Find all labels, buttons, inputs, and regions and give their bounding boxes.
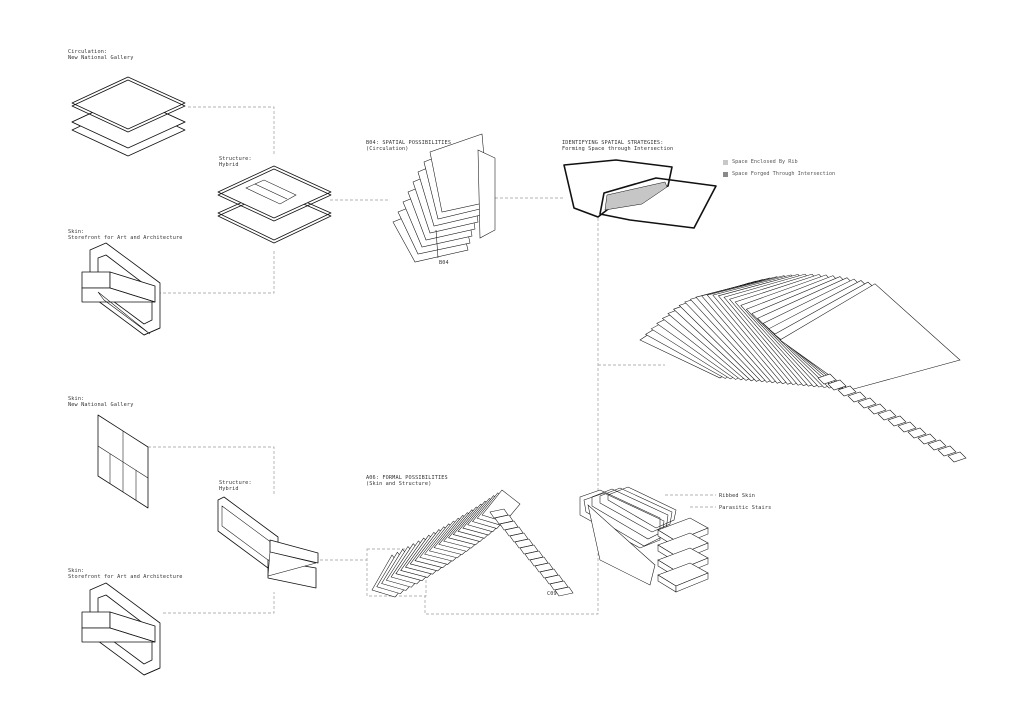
label-structure-hybrid-top: Structure:Hybrid (219, 156, 252, 169)
label-skin-new-national-gallery: Skin:New National Gallery (68, 396, 134, 409)
circulation-plates (71, 76, 186, 157)
label-skin-storefront-bottom: Skin:Storefront for Art and Architecture (68, 568, 183, 581)
b04-folded-planes (392, 133, 496, 263)
ribbed-skin-stairs (579, 486, 709, 593)
large-ribbed-structure (639, 273, 967, 463)
structure-hybrid-frame (217, 496, 319, 589)
legend-swatch-enclosed (723, 159, 728, 165)
legend-item-enclosed: Space Enclosed By Rib (723, 159, 798, 165)
label-structure-hybrid-bottom: Structure:Hybrid (219, 480, 252, 493)
label-circulation-new-national-gallery: Circulation:New National Gallery (68, 49, 134, 62)
label-identifying-spatial-strategies: IDENTIFYING SPATIAL STRATEGIES:Forming S… (562, 140, 674, 153)
tag-b04: B04 (439, 260, 449, 266)
label-skin-storefront-top: Skin:Storefront for Art and Architecture (68, 229, 183, 242)
connector-lines (148, 106, 716, 615)
intersecting-outlines (563, 159, 717, 229)
national-gallery-skin-grid (97, 414, 149, 509)
label-ribbed-skin: Ribbed Skin (719, 493, 756, 499)
storefront-skin-top (81, 242, 161, 336)
label-b04-spatial-possibilities: B04: SPATIAL POSSIBILITIES(Circulation) (366, 140, 452, 153)
legend-item-forged: Space Forged Through Intersection (723, 171, 835, 177)
storefront-skin-bottom (81, 582, 161, 676)
legend-swatch-forged (723, 171, 728, 177)
a06-twisted-form (371, 489, 574, 598)
label-parasitic-stairs: Parasitic Stairs (719, 505, 772, 511)
structure-hybrid-plates (217, 165, 332, 244)
label-a06-formal-possibilities: A06: FORMAL POSSIBILITIES(Skin and Struc… (366, 475, 448, 488)
tag-c09: C09 (547, 591, 557, 597)
